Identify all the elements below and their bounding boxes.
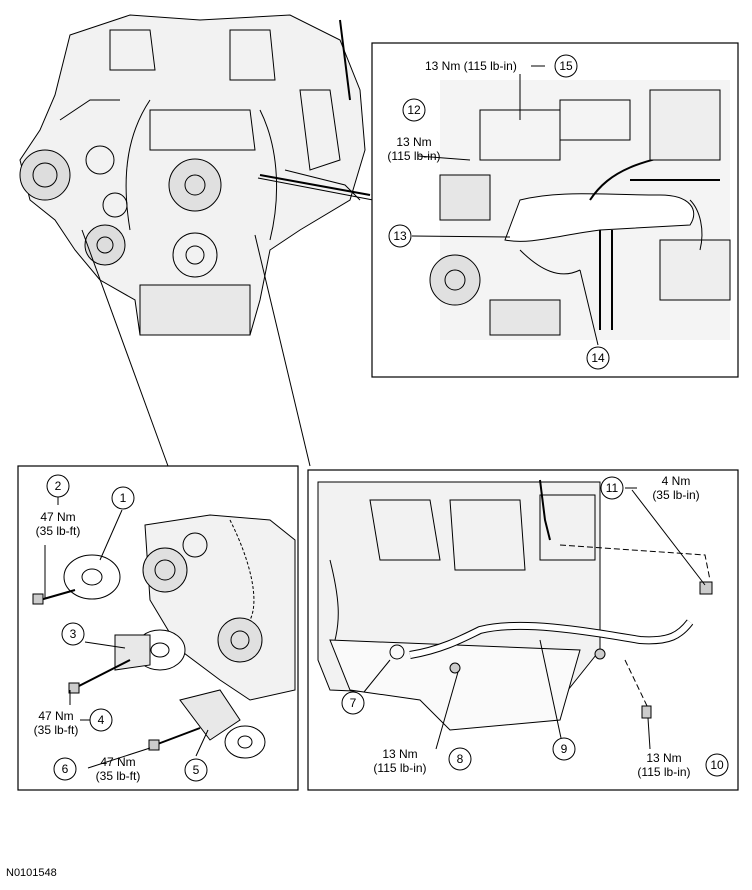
- torque-10-alt: (115 lb-in): [637, 765, 691, 779]
- upper-detail-illustration: [429, 80, 731, 340]
- callout-6: 6: [61, 762, 69, 776]
- callout-1: 1: [119, 491, 127, 505]
- engine-overview-illustration: [19, 14, 371, 336]
- oil-tube-illustration: [317, 479, 713, 731]
- callout-10: 10: [710, 758, 724, 772]
- torque-12-alt: (115 lb-in): [387, 149, 441, 163]
- callout-9: 9: [560, 742, 568, 756]
- callout-12: 12: [407, 103, 421, 117]
- callout-11: 11: [605, 481, 619, 495]
- belt-callout-leaders: [44, 497, 209, 769]
- torque-4-alt: (35 lb-ft): [33, 723, 79, 737]
- callout-2: 2: [54, 479, 62, 493]
- callout-8: 8: [456, 752, 464, 766]
- callout-14: 14: [591, 351, 605, 365]
- torque-2: 47 Nm: [40, 510, 76, 524]
- figure-id: N0101548: [6, 867, 57, 879]
- torque-8-alt: (115 lb-in): [373, 761, 427, 775]
- torque-6-alt: (35 lb-ft): [95, 769, 141, 783]
- callout-4: 4: [97, 713, 105, 727]
- torque-10: 13 Nm: [646, 751, 682, 765]
- torque-8: 13 Nm: [382, 747, 418, 761]
- torque-11: 4 Nm: [661, 474, 691, 488]
- callout-5: 5: [192, 763, 200, 777]
- callout-3: 3: [69, 627, 77, 641]
- callout-7: 7: [349, 696, 357, 710]
- torque-6: 47 Nm: [100, 755, 136, 769]
- torque-11-alt: (35 lb-in): [652, 488, 700, 502]
- torque-12: 13 Nm: [396, 135, 432, 149]
- torque-4: 47 Nm: [38, 709, 74, 723]
- torque-2-alt: (35 lb-ft): [35, 524, 81, 538]
- upper-callout-leaders: [411, 65, 599, 346]
- leader-lines: [81, 177, 374, 467]
- oil-tube-callout-leaders: [363, 487, 706, 750]
- callout-13: 13: [393, 229, 407, 243]
- callout-15: 15: [559, 59, 573, 73]
- callout-circles: [46, 54, 729, 782]
- belt-pulley-illustration: [32, 514, 296, 759]
- torque-15: 13 Nm (115 lb-in): [425, 59, 517, 73]
